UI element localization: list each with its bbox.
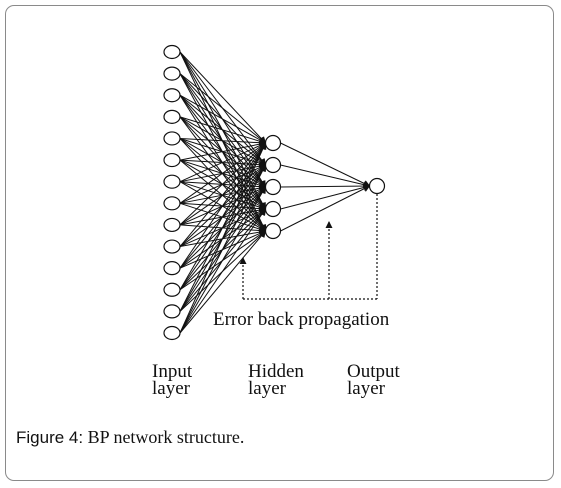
error-backprop-feedback [239,194,378,300]
connection-input-7-hidden-1 [179,142,267,183]
hidden-node-2 [264,156,282,174]
connection-hidden-3-output-1 [280,182,371,190]
caption-text: BP network structure. [83,427,245,447]
connection-input-14-hidden-3 [179,186,267,334]
hidden-to-output-connections [280,142,371,232]
input-node-5 [163,131,181,146]
output-layer-label-line1: Output [347,361,401,382]
connection-input-10-hidden-1 [179,142,267,247]
input-node-6 [163,152,181,168]
connection-input-14-hidden-2 [179,164,266,334]
connection-input-5-hidden-1 [179,137,267,147]
hidden-node-3 [264,178,282,196]
connection-input-12-hidden-1 [179,142,267,291]
input-layer-label-line1: Input [152,361,193,382]
input-node-1 [163,44,181,60]
input-node-7 [163,174,181,189]
connection-input-14-hidden-1 [179,142,267,334]
connection-input-11-hidden-1 [179,142,267,269]
input-node-2 [163,66,181,81]
connection-input-2-hidden-1 [179,73,267,144]
figure-caption: Figure 4: BP network structure. [16,427,244,448]
caption-figure-number: Figure 4: [16,428,84,447]
input-node-8 [163,196,181,211]
connection-input-14-hidden-4 [179,208,267,334]
input-node-10 [163,239,181,254]
hidden-node-1 [264,134,282,152]
connection-hidden-4-output-1 [280,184,371,210]
hidden-node-4 [264,200,282,218]
input-node-11 [163,261,181,276]
connection-input-1-hidden-1 [179,51,267,144]
input-layer-label-line2: layer [152,378,191,399]
connection-input-6-hidden-1 [179,140,267,161]
connection-hidden-5-output-1 [280,185,371,232]
figure-frame [5,5,554,481]
hidden-layer-label-line2: layer [248,378,287,399]
connection-input-8-hidden-1 [179,142,267,204]
input-layer-nodes [163,44,181,341]
connection-input-9-hidden-1 [179,142,267,226]
connection-input-13-hidden-1 [179,142,266,312]
output-layer-nodes [368,177,386,195]
hidden-node-5 [264,222,282,240]
input-node-12 [163,282,181,297]
connection-hidden-2-output-1 [280,164,371,189]
connection-hidden-1-output-1 [280,142,371,187]
error-backprop-label: Error back propagation [213,309,390,330]
connection-input-3-hidden-1 [179,94,267,144]
output-layer-label-line2: layer [347,378,386,399]
hidden-layer-label-line1: Hidden [248,361,304,382]
output-node-1 [368,177,386,195]
input-node-3 [163,88,181,103]
input-node-9 [163,217,181,233]
hidden-layer-nodes [264,134,282,240]
input-node-14 [163,325,181,341]
input-to-hidden-connections [179,51,267,334]
input-node-4 [163,109,181,124]
connection-input-4-hidden-1 [179,116,267,145]
input-node-13 [163,304,181,319]
connection-input-14-hidden-5 [179,230,267,334]
